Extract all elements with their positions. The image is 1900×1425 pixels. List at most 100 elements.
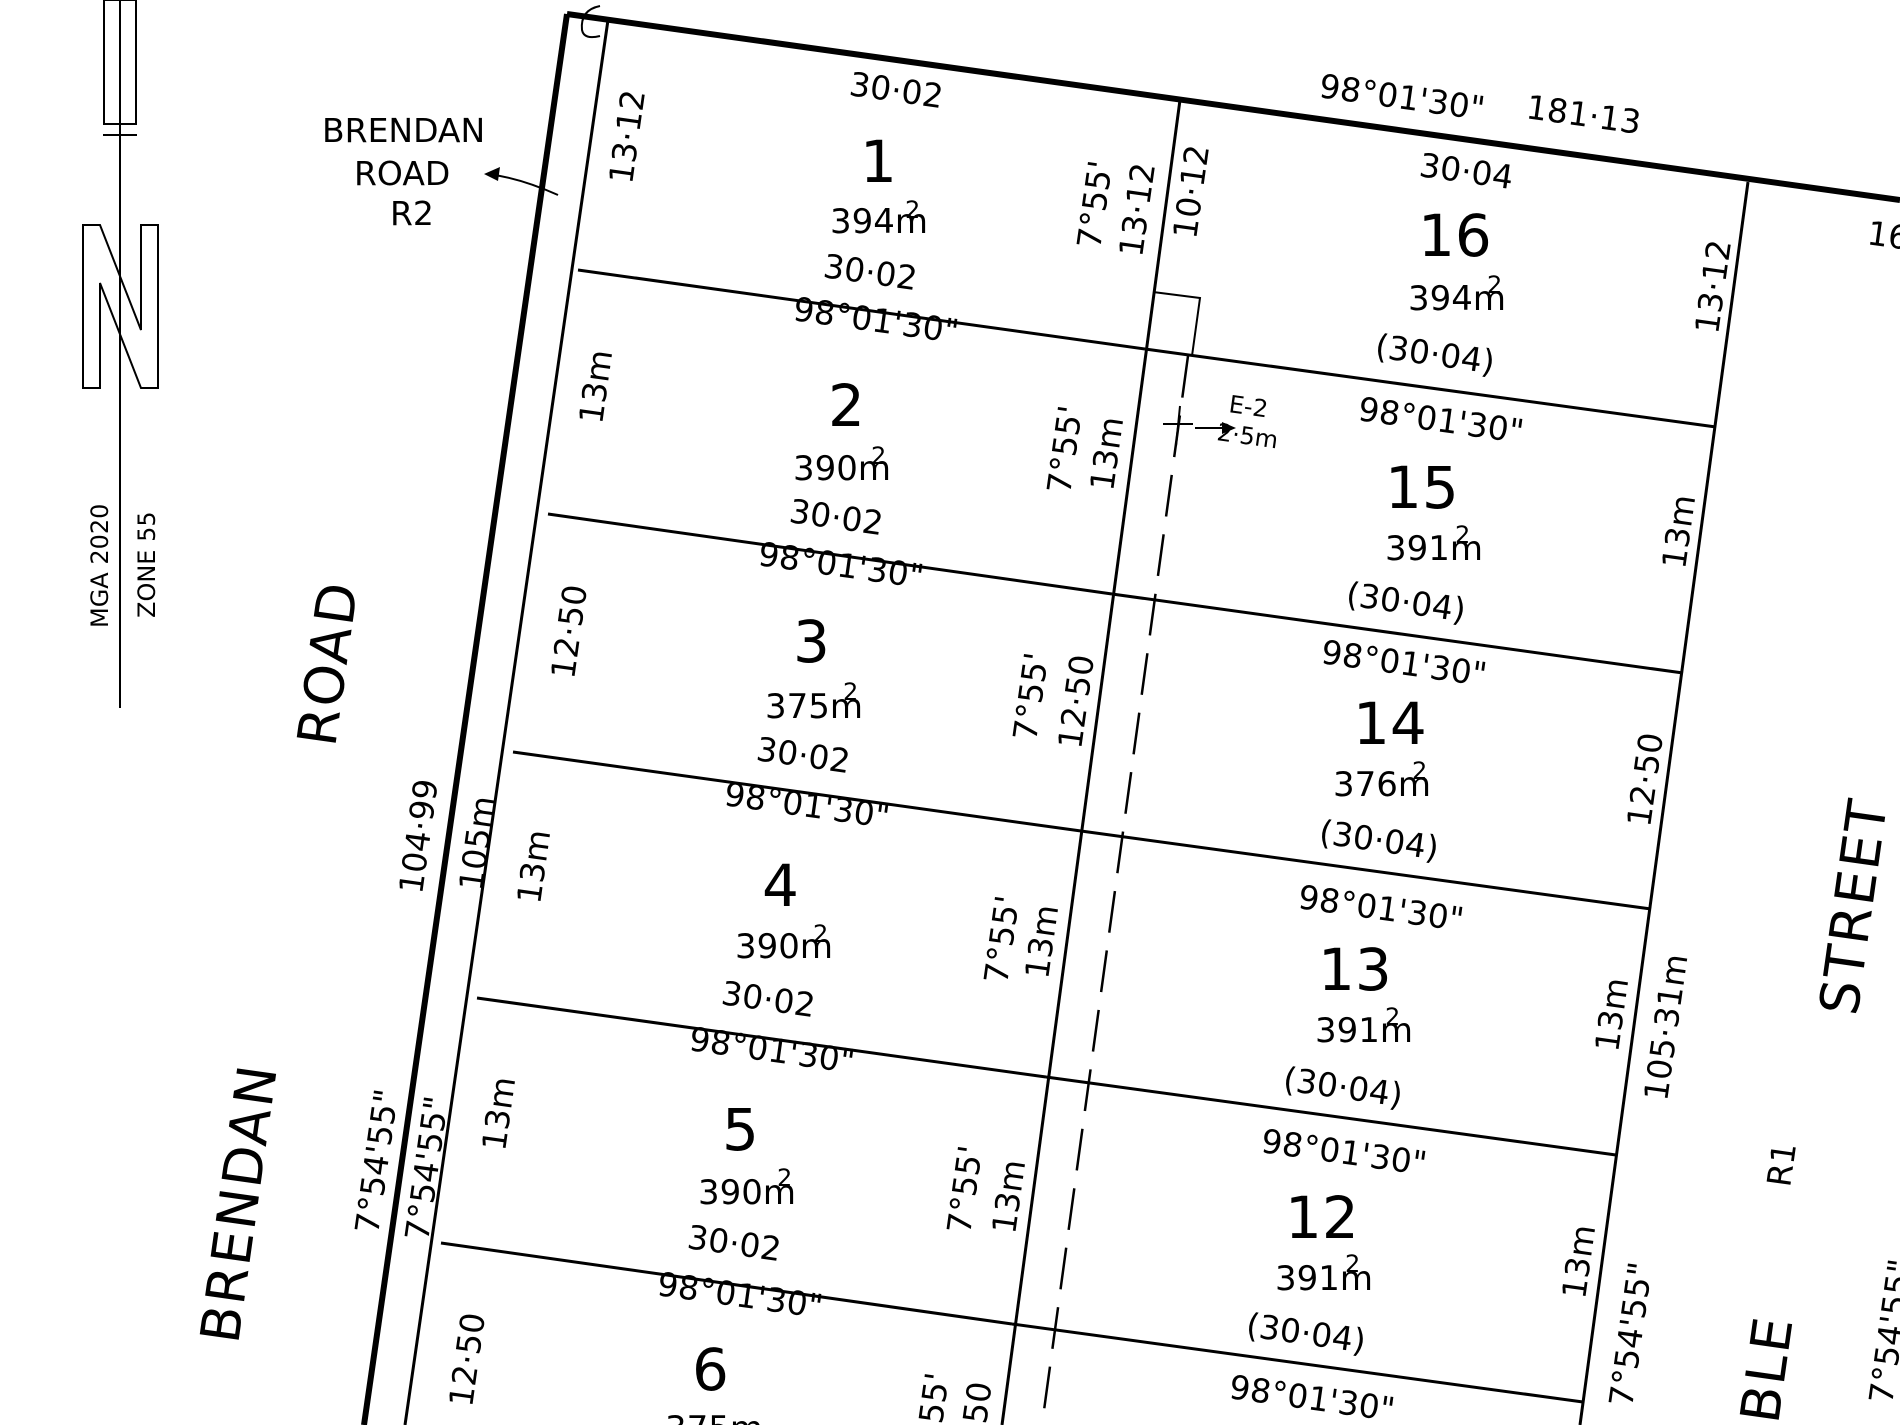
svg-text:2: 2	[777, 1164, 792, 1192]
lot-6: 6 375m 98°01'30" 12·50 50 55'	[441, 1264, 999, 1425]
street-name-partial: BLE	[1728, 1312, 1805, 1425]
lot-11: 98°01'30"	[1227, 1367, 1398, 1425]
lot-area: 391m	[1385, 529, 1483, 569]
lot-3: 3 375m 2 98°01'30" 30·02 12·50 12·50 7°5…	[543, 534, 1102, 781]
lot-east-bearing: 7°55'	[1069, 158, 1120, 251]
lot-number: 6	[692, 1336, 729, 1404]
lot-east-side: 50	[955, 1379, 999, 1425]
lot-west-side: 13m	[474, 1074, 523, 1153]
lot-east-side: 13m	[1587, 975, 1636, 1054]
lot-east-bearing: 7°55'	[1005, 650, 1056, 743]
east-length: 105·31m	[1636, 951, 1695, 1103]
lot-number: 1	[860, 128, 897, 196]
lot-west-side: 12·50	[543, 582, 595, 681]
lot-5: 5 390m 2 98°01'30" 30·02 13m 13m 7°55'	[474, 1019, 1033, 1269]
svg-text:2: 2	[843, 678, 858, 706]
north-arrow: MGA 2020 ZONE 55	[82, 0, 161, 708]
east-bearing-far: 7°54'55"	[1861, 1256, 1900, 1406]
lot-frontage-bottom: (30·04)	[1281, 1059, 1405, 1114]
svg-text:2: 2	[1487, 271, 1502, 299]
svg-text:2: 2	[905, 196, 920, 224]
lot-west-side: 13m	[509, 827, 558, 906]
lot-bearing-top: 98°01'30"	[1227, 1367, 1398, 1425]
west-length: 104·99	[391, 776, 446, 896]
easement-label: E-2 2·5m	[1215, 390, 1280, 454]
lot-12: 12 391m 2 98°01'30" (30·04) 13m	[1244, 1121, 1603, 1360]
lot-bearing-top: 98°01'30"	[655, 1264, 826, 1326]
lot-area: 390m	[735, 927, 833, 967]
svg-text:2: 2	[813, 920, 828, 948]
lot-area: 390m	[793, 449, 891, 489]
top-bearing: 98°01'30"	[1317, 66, 1488, 128]
lot-west-side: 13·12	[601, 87, 653, 186]
lot-16: 16 394m 2 30·04 (30·04) 10·12 13·12	[1165, 142, 1739, 382]
lot-frontage-top: 30·04	[1417, 145, 1516, 197]
lot-east-side: 13m	[984, 1157, 1033, 1236]
west-road-width: 105m	[451, 793, 503, 893]
lot-area: 394m	[1408, 279, 1506, 319]
easement-width: 2·5m	[1215, 418, 1280, 454]
lot-number: 13	[1318, 936, 1392, 1004]
lot-area: 375m	[765, 687, 863, 727]
svg-text:2: 2	[1412, 757, 1427, 785]
lot-bearing-top: 98°01'30"	[756, 534, 927, 596]
lot-east-side: 13·12	[1687, 237, 1739, 336]
lot-area: 391m	[1315, 1011, 1413, 1051]
road-name-road: ROAD	[285, 577, 370, 750]
lot-2: 2 390m 2 98°01'30" 30·02 13m 13m 7°55'	[571, 289, 1131, 543]
road-callout: BRENDAN ROAD R2	[322, 111, 559, 233]
lot-bearing-top: 98°01'30"	[722, 774, 893, 836]
lot-number: 2	[828, 372, 865, 440]
lot-14: 14 376m 2 98°01'30" (30·04) 12·50	[1317, 632, 1671, 867]
lot-bearing-top: 98°01'30"	[791, 289, 962, 351]
boundary-lines	[361, 5, 1900, 1425]
lot-frontage-top: 30·02	[847, 64, 946, 116]
lot-east-side: 13m	[1082, 414, 1131, 493]
svg-text:2: 2	[1455, 521, 1470, 549]
lot-15: 15 391m 2 98°01'30" (30·04) 13m	[1344, 389, 1703, 629]
top-length: 181·13	[1524, 87, 1644, 142]
lot-number: 5	[722, 1096, 759, 1164]
lot-west-side: 13m	[571, 347, 620, 426]
lot-frontage-bottom: 30·02	[821, 246, 920, 298]
lot-area: 376m	[1333, 765, 1431, 805]
callout-line2: ROAD	[354, 154, 450, 193]
lot-frontage-bottom: 30·02	[719, 973, 818, 1025]
lot-area: 375m	[665, 1409, 763, 1425]
street-name-street: STREET	[1807, 794, 1900, 1019]
lot-bearing-top: 98°01'30"	[687, 1019, 858, 1081]
lot-frontage-bottom: (30·04)	[1317, 812, 1441, 867]
lot-number: 15	[1385, 454, 1459, 522]
street-reserve-label: R1	[1759, 1140, 1804, 1189]
lot-4: 4 390m 2 98°01'30" 30·02 13m 13m 7°55'	[509, 774, 1066, 1025]
lot-east-side: 13m	[1554, 1222, 1603, 1301]
lot-west-side: 12·50	[441, 1310, 493, 1409]
lot-frontage-bottom: 30·02	[754, 729, 853, 781]
east-bearing: 7°54'55"	[1601, 1259, 1660, 1409]
lot-frontage-bottom: (30·04)	[1244, 1305, 1368, 1360]
lot-area: 391m	[1275, 1259, 1373, 1299]
lot-east-side: 13·12	[1111, 160, 1163, 259]
lot-number: 12	[1285, 1184, 1359, 1252]
lot-frontage-bottom: 30·02	[685, 1217, 784, 1269]
callout-line3: R2	[390, 194, 434, 233]
zone-label: ZONE 55	[133, 511, 161, 618]
north-letter-n	[82, 224, 159, 389]
svg-text:2: 2	[871, 442, 886, 470]
lot-number: 4	[762, 852, 799, 920]
road-name-brendan: BRENDAN	[188, 1060, 290, 1347]
lot-bearing-top: 98°01'30"	[1259, 1121, 1430, 1183]
lot-frontage-bottom: (30·04)	[1344, 574, 1468, 629]
lot-area: 390m	[698, 1173, 796, 1213]
partial-lot-number: 16	[1865, 213, 1900, 257]
callout-line1: BRENDAN	[322, 111, 485, 150]
lot-1: 1 394m 2 30·02 30·02 13·12 13·12 7°55'	[601, 64, 1163, 298]
lot-east-bearing: 7°55'	[939, 1143, 990, 1236]
lot-frontage-bottom: (30·04)	[1373, 326, 1497, 381]
lot-13: 13 391m 2 98°01'30" (30·04) 13m	[1281, 877, 1636, 1114]
easement-id: E-2	[1227, 390, 1270, 423]
lot-bearing-top: 98°01'30"	[1296, 877, 1467, 939]
svg-text:2: 2	[1345, 1250, 1360, 1278]
lot-frontage-bottom: 30·02	[787, 491, 886, 543]
